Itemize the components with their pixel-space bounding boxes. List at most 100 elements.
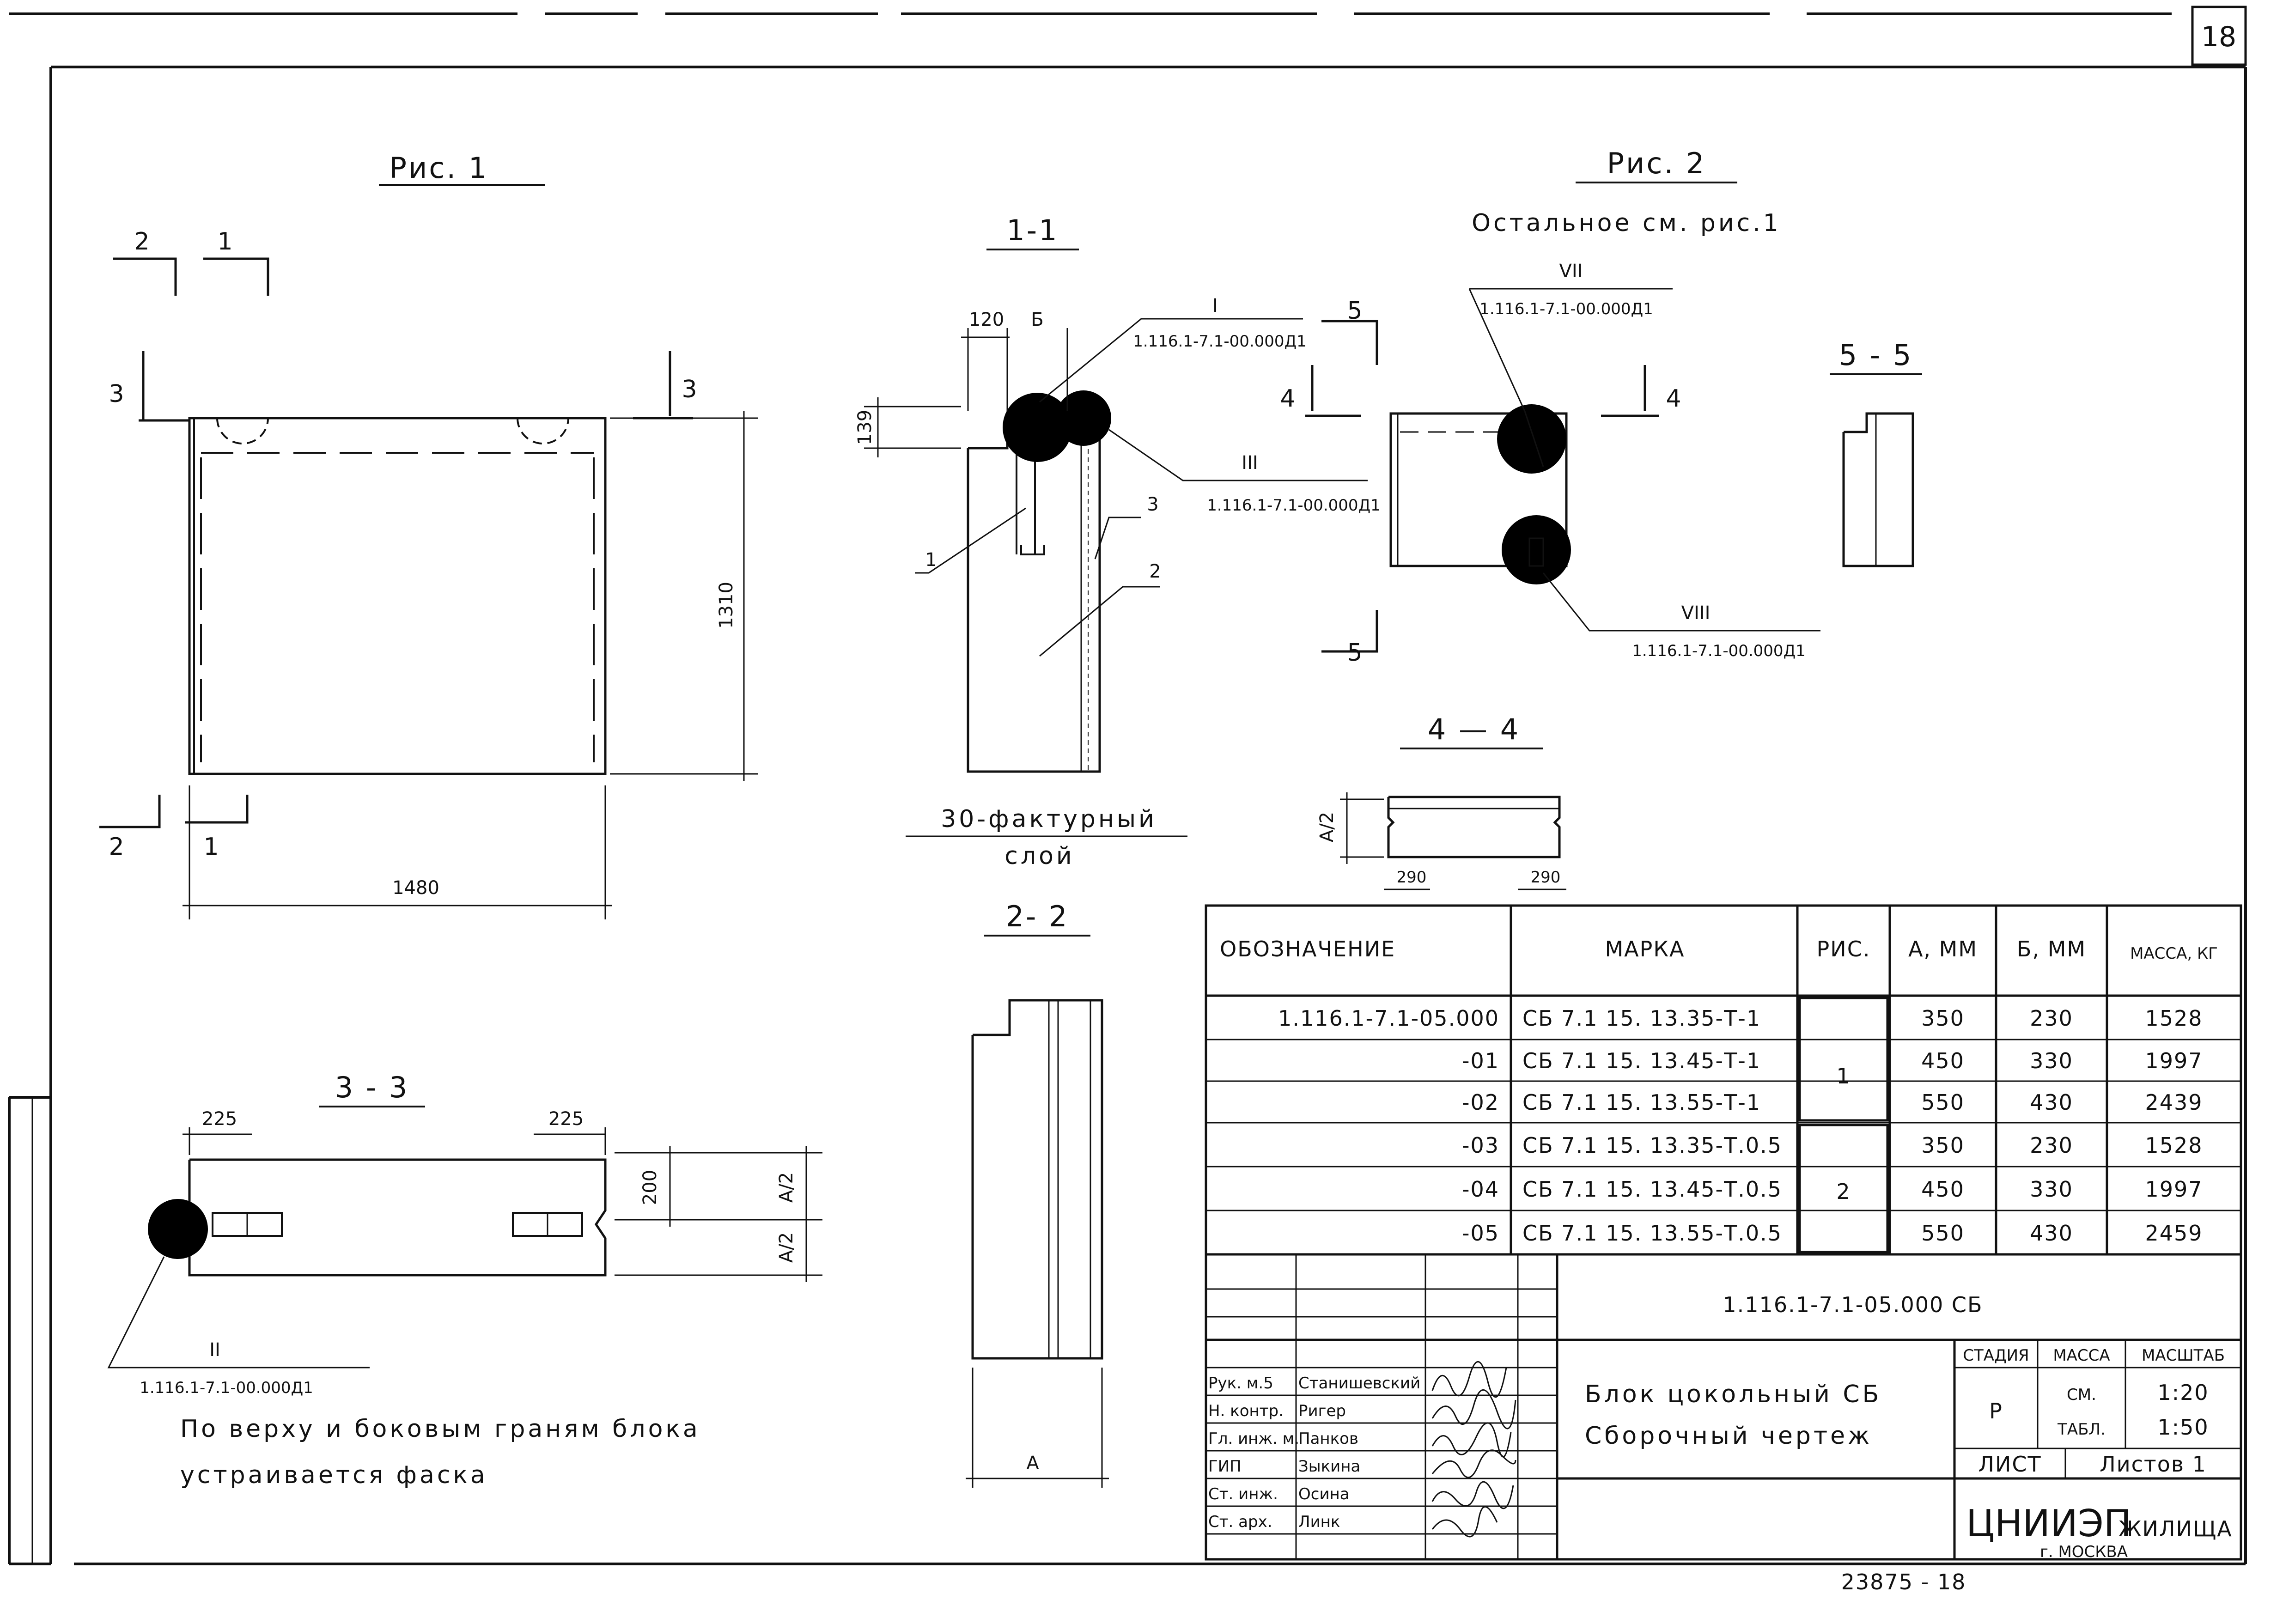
table-row: 1.116.1-7.1-05.000 СБ 7.1 15. 13.35-Т-1 …	[1278, 1006, 2203, 1031]
row-mass: 1528	[2145, 1006, 2203, 1031]
section-4-4-labels: 4 — 4 A/2 290 290	[1316, 712, 1560, 887]
dim-b: Б	[1031, 309, 1043, 330]
row-mass: 2439	[2145, 1090, 2203, 1115]
dim-290-right: 290	[1531, 868, 1561, 887]
fig2-labels: Рис. 2 Остальное см. рис.1 VII 1.116.1-7…	[1280, 146, 1805, 667]
section-5-5	[1830, 373, 1922, 567]
row-mass: 1528	[2145, 1133, 2203, 1158]
signer-name: Станишевский	[1298, 1374, 1420, 1393]
stage-value: Р	[1989, 1399, 2003, 1423]
mass-value-1: СМ.	[2067, 1386, 2096, 1404]
dim-a2-4-4: A/2	[1316, 812, 1338, 842]
dim-200: 200	[639, 1170, 661, 1205]
signer-name: Линк	[1298, 1513, 1340, 1531]
table-row: -02 СБ 7.1 15. 13.55-Т-1 550 430 2439	[1462, 1090, 2203, 1115]
row-a: 450	[1921, 1177, 1965, 1202]
spec-header-fig: РИС.	[1817, 937, 1871, 961]
row-mark: СБ 7.1 15. 13.35-Т-1	[1522, 1006, 1761, 1031]
signer-row: Гл. инж. м. Панков	[1208, 1429, 1358, 1448]
row-mark: СБ 7.1 15. 13.55-Т.0.5	[1522, 1221, 1782, 1246]
signer-role: Ст. инж.	[1208, 1485, 1278, 1503]
row-a: 350	[1921, 1006, 1965, 1031]
table-row: -04 СБ 7.1 15. 13.45-Т.0.5 450 330 1997	[1462, 1177, 2203, 1202]
node-I-ref: 1.116.1-7.1-00.000Д1	[1133, 332, 1307, 351]
sheets-count: Листов 1	[2100, 1452, 2207, 1477]
cut-marker-4b: 4	[1666, 385, 1684, 413]
row-b: 430	[2030, 1221, 2073, 1246]
sheet-frame	[8, 6, 2247, 1565]
fig2-title: Рис. 2	[1607, 146, 1706, 180]
section-5-5-title: 5 - 5	[1839, 338, 1913, 372]
node-VIII-ref: 1.116.1-7.1-00.000Д1	[1632, 642, 1806, 660]
signer-name: Панков	[1298, 1429, 1358, 1448]
fig-ref-1: 1	[1836, 1064, 1851, 1089]
row-a: 450	[1921, 1048, 1965, 1073]
row-b: 430	[2030, 1090, 2073, 1115]
doc-code: 1.116.1-7.1-05.000 СБ	[1723, 1292, 1983, 1317]
signer-row: ГИП Зыкина	[1208, 1457, 1360, 1476]
node-II-ref: 1.116.1-7.1-00.000Д1	[140, 1379, 313, 1397]
scale-value-2: 1:50	[2157, 1415, 2209, 1440]
scale-header: МАСШТАБ	[2142, 1346, 2225, 1365]
doc-name-line1: Блок цокольный СБ	[1585, 1381, 1881, 1408]
signer-role: Ст. арх.	[1208, 1513, 1272, 1531]
row-mark: СБ 7.1 15. 13.55-Т-1	[1522, 1090, 1761, 1115]
doc-name-line2: Сборочный чертеж	[1585, 1422, 1872, 1450]
row-a: 350	[1921, 1133, 1965, 1158]
row-b: 230	[2030, 1006, 2073, 1031]
section-3-3	[107, 1106, 822, 1369]
organization-name: ЖИЛИЩА	[2118, 1516, 2233, 1541]
row-mass: 1997	[2145, 1048, 2203, 1073]
dim-225-left: 225	[202, 1108, 237, 1130]
signer-row: Ст. инж. Осина	[1208, 1485, 1350, 1503]
row-mark: СБ 7.1 15. 13.45-Т.0.5	[1522, 1177, 1782, 1202]
section-4-4-title: 4 — 4	[1428, 712, 1520, 746]
cut-marker-1: 1	[217, 228, 235, 255]
fig1-elevation	[99, 184, 758, 919]
table-row: -05 СБ 7.1 15. 13.55-Т.0.5 550 430 2459	[1462, 1221, 2203, 1246]
cut-marker-3: 3	[109, 380, 127, 408]
row-mark: СБ 7.1 15. 13.45-Т-1	[1522, 1048, 1761, 1073]
signer-row: Н. контр. Ригер	[1208, 1402, 1346, 1420]
section-4-4	[1340, 748, 1566, 890]
fig2-elevation	[1305, 182, 1820, 653]
dim-a2-top: A/2	[776, 1172, 797, 1203]
fig1-title: Рис. 1	[390, 151, 489, 185]
facade-layer-line1: 30-фактурный	[941, 805, 1157, 833]
signer-name: Осина	[1298, 1485, 1350, 1503]
row-designation: 1.116.1-7.1-05.000	[1278, 1006, 1499, 1031]
dim-225-right: 225	[548, 1108, 584, 1130]
dim-139: 139	[854, 410, 876, 445]
spec-table: ОБОЗНАЧЕНИЕ МАРКА РИС. А, ММ Б, ММ МАССА…	[1220, 937, 2218, 1246]
row-b: 330	[2030, 1048, 2073, 1073]
node-VIII-label: VIII	[1681, 602, 1711, 624]
fig-ref-2: 2	[1836, 1179, 1851, 1204]
chamfer-note-line1: По верху и боковым граням блока	[180, 1415, 700, 1443]
signer-role: Гл. инж. м.	[1208, 1429, 1299, 1448]
cut-marker-2b: 2	[109, 833, 127, 861]
title-block-grid	[1205, 1253, 2242, 1561]
signer-role: Рук. м.5	[1208, 1374, 1273, 1393]
callout-3: 3	[1147, 494, 1158, 515]
callout-1: 1	[925, 549, 937, 571]
row-mark: СБ 7.1 15. 13.35-Т.0.5	[1522, 1133, 1782, 1158]
section-2-2-title: 2- 2	[1006, 900, 1069, 933]
signer-row: Рук. м.5 Станишевский	[1208, 1374, 1420, 1393]
organization-city: г. МОСКВА	[2040, 1543, 2128, 1561]
row-designation: -01	[1462, 1048, 1499, 1073]
row-mass: 1997	[2145, 1177, 2203, 1202]
table-row: -03 СБ 7.1 15. 13.35-Т.0.5 350 230 1528	[1462, 1133, 2203, 1158]
mass-value-2: ТАБЛ.	[2057, 1420, 2106, 1439]
row-designation: -03	[1462, 1133, 1499, 1158]
cut-marker-5b: 5	[1347, 639, 1365, 667]
node-II-label: II	[209, 1339, 220, 1361]
sheet-label: ЛИСТ	[1978, 1452, 2041, 1477]
dim-width: 1480	[392, 877, 439, 899]
row-a: 550	[1921, 1221, 1965, 1246]
row-b: 330	[2030, 1177, 2073, 1202]
organization-logo: ЦНИИЭП	[1966, 1502, 2131, 1545]
section-1-1-labels: 1-1 120 Б 139 I 1.116.1-7.1-00.000Д1 III…	[854, 213, 1381, 870]
cut-marker-1b: 1	[203, 833, 221, 861]
row-mass: 2459	[2145, 1221, 2203, 1246]
spec-table-grid	[1205, 904, 2242, 1256]
